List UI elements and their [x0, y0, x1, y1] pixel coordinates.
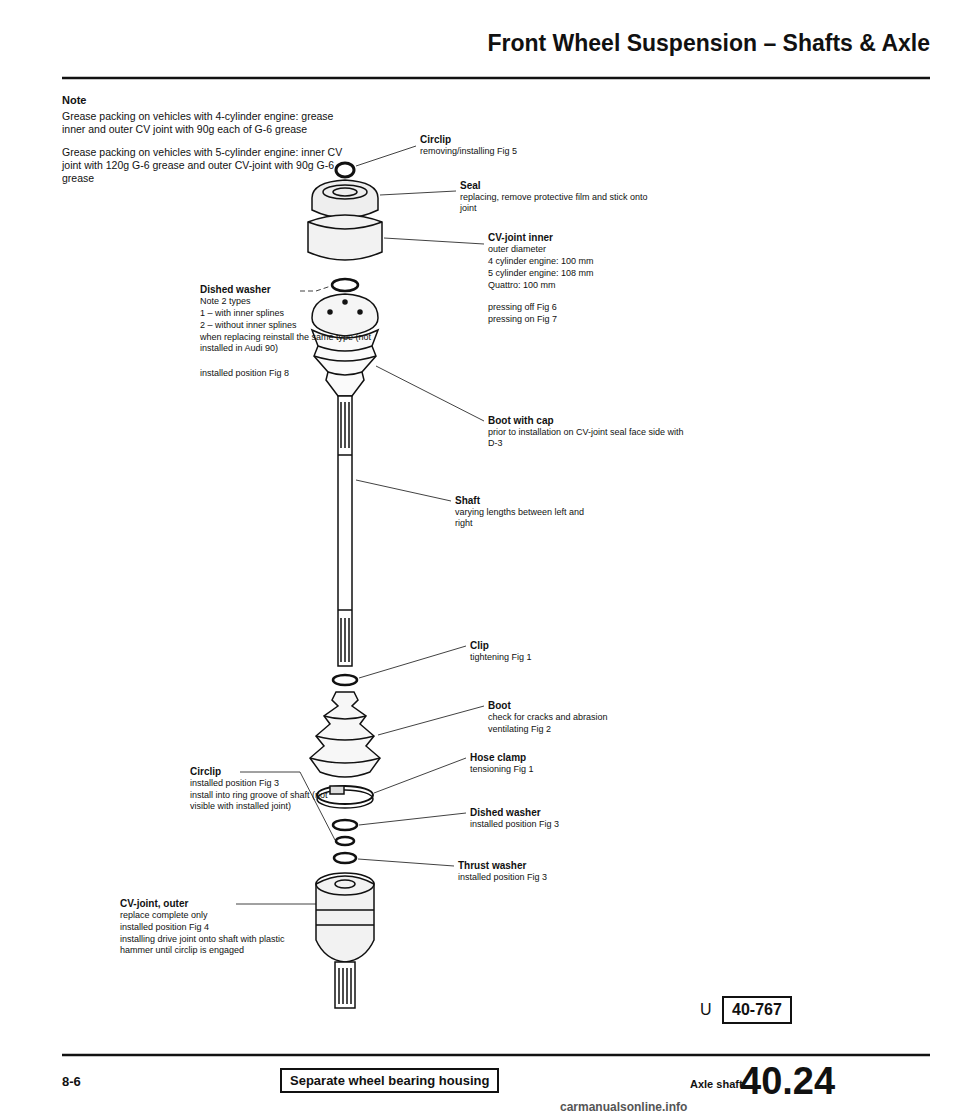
watermark: carmanualsonline.info	[560, 1100, 687, 1114]
part-note: installed position Fig 3	[190, 778, 279, 789]
part-note: outer diameter	[488, 244, 546, 255]
part-name: Boot	[488, 700, 511, 712]
part-note: Note 2 types	[200, 296, 251, 307]
part-note: check for cracks and abrasion	[488, 712, 608, 723]
note-text: Grease packing on vehicles with 4-cylind…	[62, 110, 347, 136]
part-note: when replacing reinstall the same type (…	[200, 332, 375, 354]
part-note: installed position Fig 4	[120, 922, 209, 933]
dimension: 4 cylinder engine: 100 mm	[488, 256, 594, 267]
part-note: pressing on Fig 7	[488, 314, 557, 325]
part-name: Circlip	[190, 766, 221, 778]
part-note: installed position Fig 3	[470, 819, 559, 830]
part-note: replacing, remove protective film and st…	[460, 192, 660, 214]
section-number: 40.24	[740, 1058, 835, 1104]
part-note: ventilating Fig 2	[488, 724, 551, 735]
part-name: CV-joint, outer	[120, 898, 188, 910]
part-name: Dished washer	[200, 284, 271, 296]
part-name: Circlip	[420, 134, 451, 146]
part-note: tensioning Fig 1	[470, 764, 534, 775]
part-name: Thrust washer	[458, 860, 526, 872]
page-number: 8-6	[62, 1074, 81, 1090]
part-note: installing drive joint onto shaft with p…	[120, 934, 290, 956]
box-text: Separate wheel bearing housing	[290, 1073, 489, 1088]
part-name: Boot with cap	[488, 415, 554, 427]
part-name: CV-joint inner	[488, 232, 553, 244]
part-name: Clip	[470, 640, 489, 652]
part-note: replace complete only	[120, 910, 208, 921]
dimension: 5 cylinder engine: 108 mm	[488, 268, 594, 279]
note-heading: Note	[62, 94, 86, 107]
part-note: varying lengths between left and right	[455, 507, 595, 529]
figure-prefix: U	[700, 1000, 712, 1019]
footer-box: Separate wheel bearing housing	[280, 1068, 499, 1093]
part-note: installed position Fig 3	[458, 872, 547, 883]
part-note: install into ring groove of shaft (not v…	[190, 790, 330, 812]
part-name: Shaft	[455, 495, 480, 507]
part-note: prior to installation on CV-joint seal f…	[488, 427, 688, 449]
dimension: Quattro: 100 mm	[488, 280, 556, 291]
part-name: Dished washer	[470, 807, 541, 819]
part-note: 1 – with inner splines	[200, 308, 284, 319]
part-note: installed position Fig 8	[200, 368, 289, 379]
part-note: pressing off Fig 6	[488, 302, 557, 313]
page-title: Front Wheel Suspension – Shafts & Axle	[420, 30, 930, 57]
part-note: tightening Fig 1	[470, 652, 532, 663]
figure-number-box: 40-767	[722, 996, 792, 1024]
part-note: removing/installing Fig 5	[420, 146, 517, 157]
part-name: Seal	[460, 180, 481, 192]
part-note: 2 – without inner splines	[200, 320, 297, 331]
part-name: Hose clamp	[470, 752, 526, 764]
section-name: Axle shaft	[690, 1078, 743, 1091]
box-text: 40-767	[732, 1001, 782, 1019]
note-text: Grease packing on vehicles with 5-cylind…	[62, 146, 347, 185]
